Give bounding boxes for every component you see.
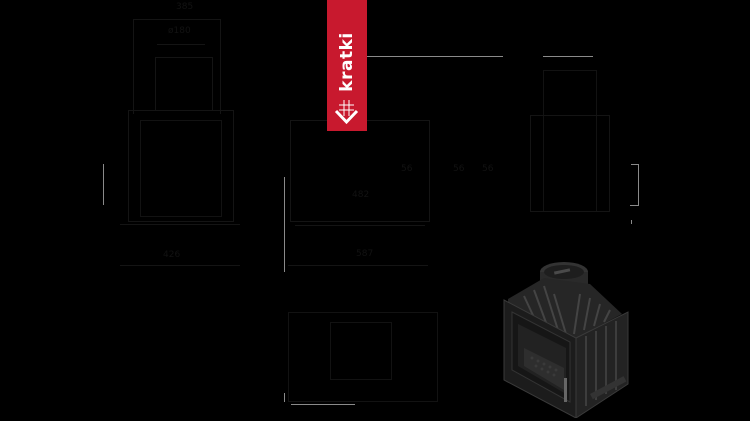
highlight-line [638,164,639,206]
dimension-line [288,265,428,266]
dimension-label: 587 [356,249,374,259]
dimension-label: 385 [176,2,194,12]
inner-outline [330,322,392,380]
outline-rect [128,110,234,222]
dimension-line [120,265,240,266]
highlight-line [630,205,638,206]
highlight-line [543,56,593,57]
outline-line [133,19,134,114]
highlight-line [631,220,632,224]
dimension-label: 426 [163,250,181,260]
brand-name: kratki [337,32,357,92]
inner-outline [140,120,222,217]
chevron-grid-logo-icon [334,100,359,125]
dimension-label: 482 [352,190,370,200]
highlight-line [284,393,285,402]
dimension-line [295,225,425,226]
dimension-label: 56 [401,164,413,174]
flue-outline [155,57,213,111]
highlight-line [291,404,355,405]
outline-line [220,19,221,114]
outline-rect [288,312,438,402]
dimension-line [120,224,240,225]
fireplace-insert-image [503,262,629,418]
dimension-label: 56 [482,164,494,174]
brand-banner: kratki [327,0,367,131]
highlight-line [631,164,639,165]
dimension-line [133,19,221,20]
outline-rect [530,115,610,212]
highlight-line [367,56,503,57]
highlight-line [103,164,104,205]
dimension-label: ø180 [168,26,191,36]
highlight-line [284,177,285,272]
outline-line [157,44,205,45]
dimension-label: 56 [453,164,465,174]
